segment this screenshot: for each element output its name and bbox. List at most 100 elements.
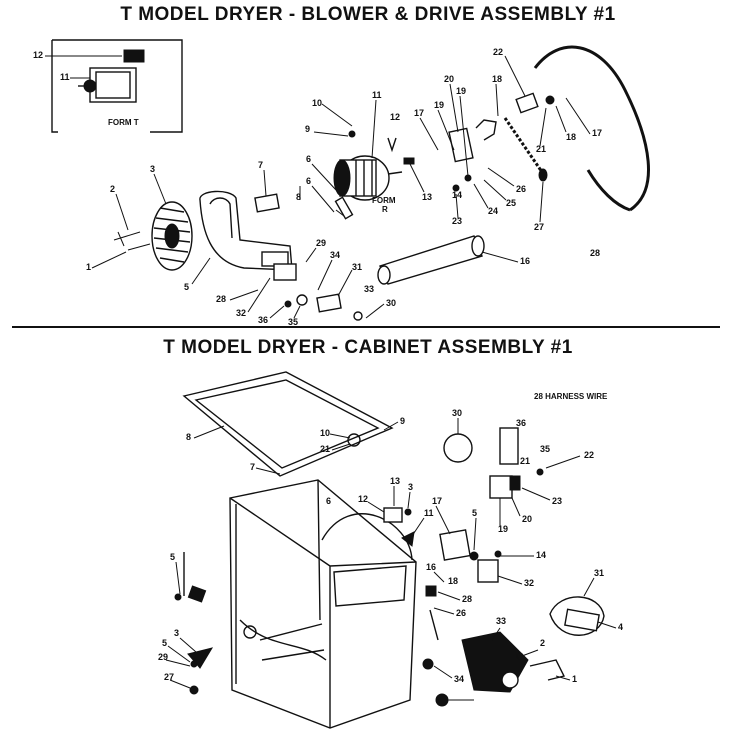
callout-label: 1: [86, 262, 91, 272]
callout-label: 22: [493, 47, 503, 57]
callout-label: 6: [306, 176, 311, 186]
callout-label: 11: [60, 72, 70, 82]
callout-label: 21: [520, 456, 530, 466]
callout-label: 19: [498, 524, 508, 534]
callout-label: 33: [364, 284, 374, 294]
callout-label: 10: [320, 428, 330, 438]
callout-label: 16: [520, 256, 530, 266]
cabinet-body: [229, 479, 417, 729]
callout-label: 6: [306, 154, 311, 164]
callout-label: 35: [288, 317, 298, 327]
callout-label: 23: [552, 496, 562, 506]
callout-label: 33: [496, 616, 506, 626]
callout-label: 6: [326, 496, 331, 506]
callout-label: 17: [432, 496, 442, 506]
callout-label: 29: [316, 238, 326, 248]
callout-label: 9: [305, 124, 310, 134]
cabinet-assembly-title: T MODEL DRYER - CABINET ASSEMBLY #1: [163, 337, 573, 358]
callout-label: 14: [536, 550, 546, 560]
blower-drive-assembly-title: T MODEL DRYER - BLOWER & DRIVE ASSEMBLY …: [120, 4, 616, 25]
callout-label: 29: [158, 652, 168, 662]
callout-label: 22: [584, 450, 594, 460]
vent-grille: [461, 631, 529, 693]
callout-label: 36: [258, 315, 268, 325]
callout-label: 24: [488, 206, 498, 216]
callout-label: 28: [462, 594, 472, 604]
callout-label: 13: [390, 476, 400, 486]
callout-label: 3: [150, 164, 155, 174]
callout-label: 5: [170, 552, 175, 562]
callout-label: 32: [236, 308, 246, 318]
exhaust-duct: [377, 235, 485, 285]
rear-panel-parts: [422, 596, 605, 707]
callout-label: 21: [536, 144, 546, 154]
front-panel-parts: [174, 552, 214, 695]
callout-label: 19: [434, 100, 444, 110]
motor-assembly: FORM R: [333, 155, 403, 214]
callout-label: 12: [33, 50, 43, 60]
callout-label: 18: [492, 74, 502, 84]
callout-label: 9: [400, 416, 405, 426]
callout-label: 26: [516, 184, 526, 194]
callout-label: 18: [448, 576, 458, 586]
callout-label: 30: [452, 408, 462, 418]
form-t-inset: FORM T: [51, 39, 183, 133]
callout-label: 13: [422, 192, 432, 202]
svg-text:R: R: [382, 205, 388, 214]
motor-form-label: FORM: [372, 196, 396, 205]
callout-label: 5: [162, 638, 167, 648]
callout-label: 12: [390, 112, 400, 122]
bottom-callouts: 9 30 36 8 10 21 35 22 21 23 7 13 3 20 1: [158, 408, 623, 701]
callout-label: 2: [110, 184, 115, 194]
callout-label: 20: [444, 74, 454, 84]
cabinet-top-panel: [182, 371, 394, 477]
form-t-label: FORM T: [108, 118, 139, 127]
section-divider: [12, 326, 720, 328]
callout-label: 5: [472, 508, 477, 518]
callout-label: 7: [258, 160, 263, 170]
callout-label: 34: [330, 250, 340, 260]
callout-label: 16: [426, 562, 436, 572]
harness-wire-note: 28 HARNESS WIRE: [534, 392, 608, 401]
callout-label: 3: [174, 628, 179, 638]
callout-label: 4: [618, 622, 623, 632]
callout-label: 26: [456, 608, 466, 618]
callout-label: 23: [452, 216, 462, 226]
callout-label: 10: [312, 98, 322, 108]
idler-and-spring: [448, 92, 555, 182]
callout-label: 31: [594, 568, 604, 578]
callout-label: 35: [540, 444, 550, 454]
callout-label: 11: [424, 508, 434, 518]
callout-label: 28: [590, 248, 600, 258]
drive-belt: [533, 45, 650, 212]
callout-label: 2: [540, 638, 545, 648]
callout-label: 32: [524, 578, 534, 588]
callout-label: 27: [534, 222, 544, 232]
callout-label: 1: [572, 674, 577, 684]
callout-label: 8: [186, 432, 191, 442]
callout-label: 11: [372, 90, 382, 100]
top-callouts: 12 11 22 10 11 20 19 19 18 17 12 9 17: [33, 47, 602, 327]
control-parts: [383, 427, 544, 641]
callout-label: 36: [516, 418, 526, 428]
small-parts-top: [113, 130, 472, 321]
callout-label: 3: [408, 482, 413, 492]
callout-label: 17: [414, 108, 424, 118]
callout-label: 28: [216, 294, 226, 304]
callout-label: 25: [506, 198, 516, 208]
callout-label: 30: [386, 298, 396, 308]
callout-label: 31: [352, 262, 362, 272]
callout-label: 7: [250, 462, 255, 472]
callout-label: 34: [454, 674, 464, 684]
callout-label: 8: [296, 192, 301, 202]
blower-housing: [199, 190, 293, 271]
callout-label: 20: [522, 514, 532, 524]
callout-label: 14: [452, 190, 462, 200]
callout-label: 19: [456, 86, 466, 96]
callout-label: 17: [592, 128, 602, 138]
blower-wheel: [151, 201, 193, 271]
callout-label: 18: [566, 132, 576, 142]
callout-label: 21: [320, 444, 330, 454]
